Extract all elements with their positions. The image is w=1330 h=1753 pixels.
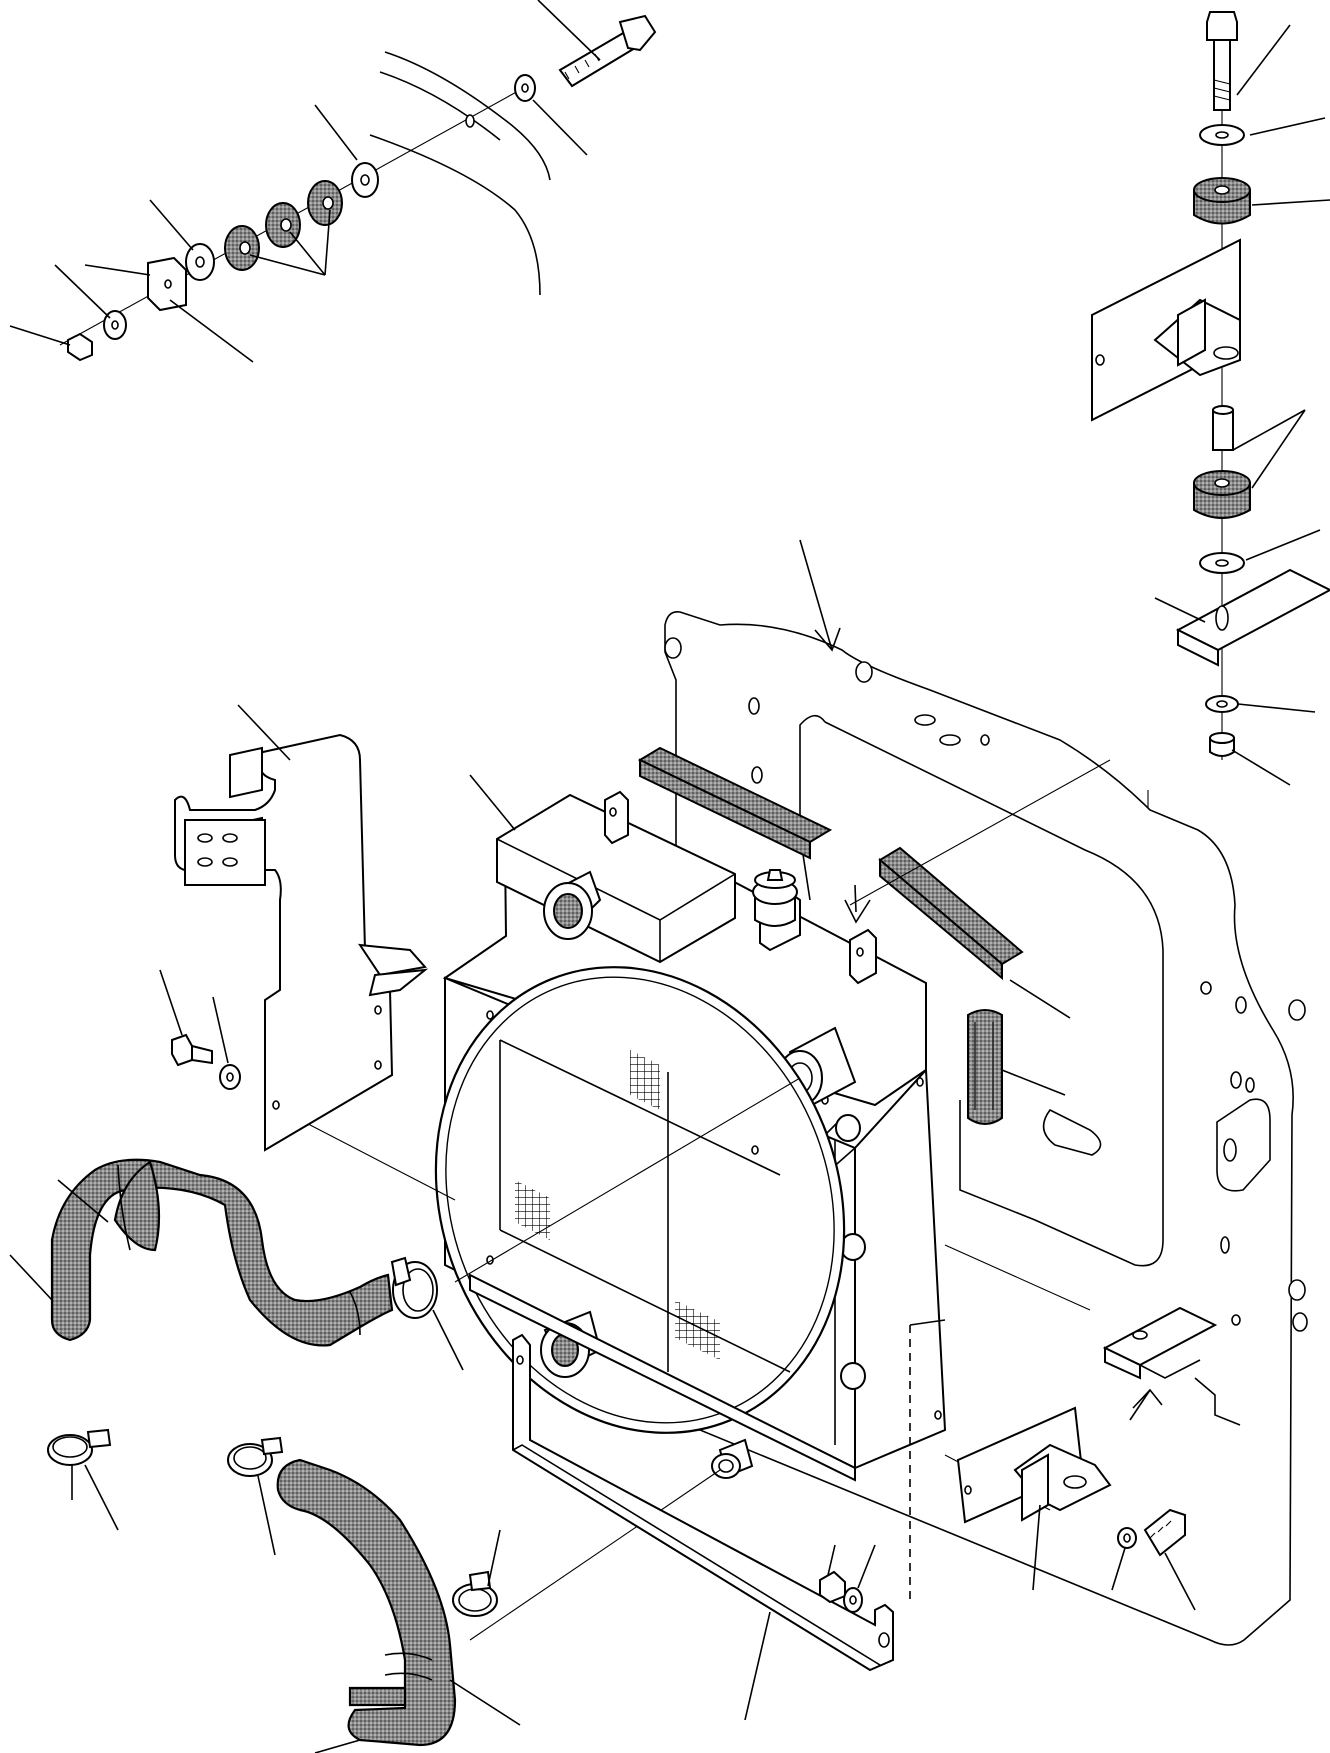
upper-inlet-pipe xyxy=(543,870,602,940)
radiator-cap xyxy=(752,869,798,927)
upper-left-mount-assembly xyxy=(9,0,657,363)
radiator-core xyxy=(434,774,947,1482)
rubber-mount-stack xyxy=(1091,11,1330,786)
lower-support-bracket xyxy=(512,1333,894,1721)
lower-radiator-hose xyxy=(276,1458,521,1753)
foam-seal-strip xyxy=(637,746,1024,981)
radiator-mounting-frame xyxy=(664,539,1308,1646)
hose-clamp xyxy=(390,1256,464,1371)
bolt-part xyxy=(159,969,241,1090)
hose-clamp xyxy=(227,1436,284,1556)
upper-radiator-hose xyxy=(9,1158,394,1347)
hose-clamp xyxy=(452,1529,501,1617)
shroud-bracket xyxy=(159,704,429,1152)
bolt-part xyxy=(558,14,657,88)
foam-seal-block xyxy=(967,1009,1066,1125)
rubber-cushion-part xyxy=(224,180,343,271)
lower-mount-bracket xyxy=(956,1406,1196,1611)
nut-part xyxy=(67,332,93,362)
mount-pad xyxy=(1102,1306,1218,1421)
hose-clamp xyxy=(47,1428,119,1531)
